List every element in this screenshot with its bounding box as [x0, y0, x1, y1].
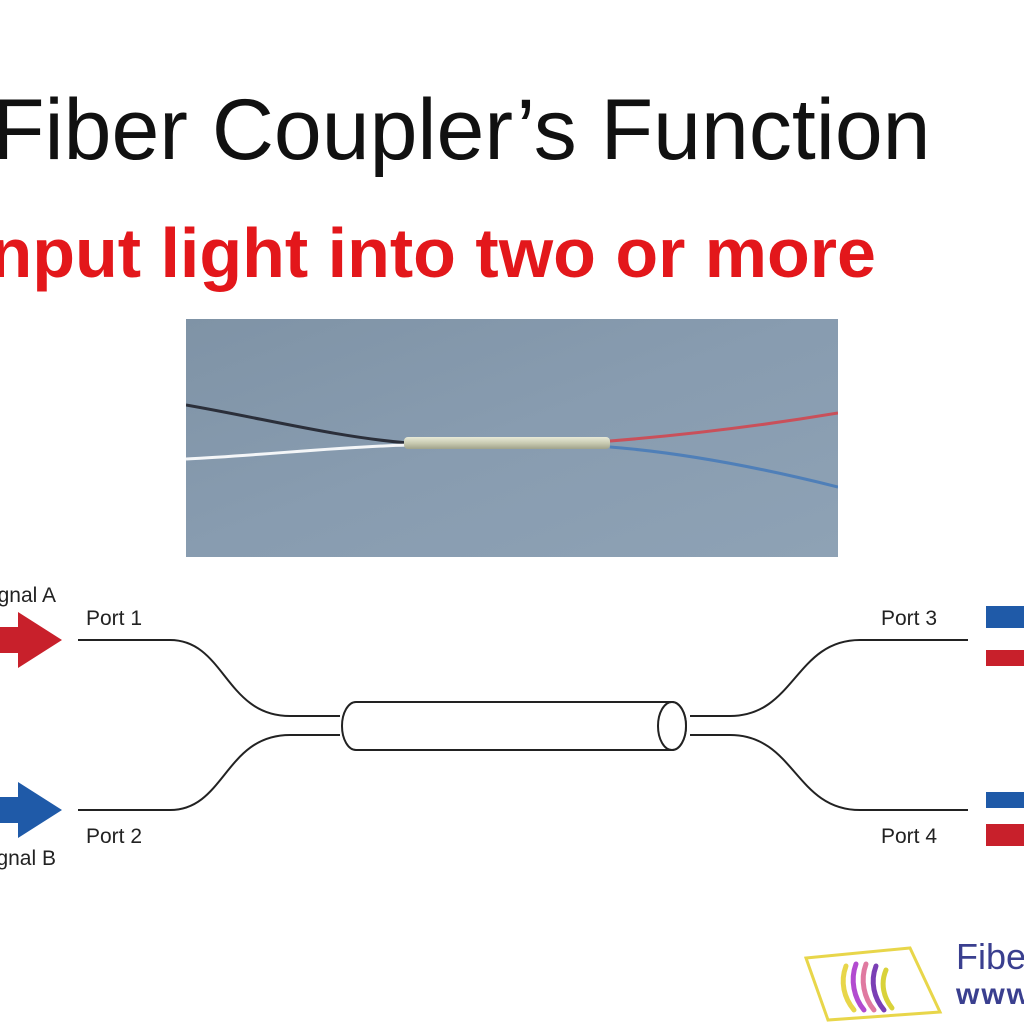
signal-b-label: Signal B — [0, 847, 56, 870]
coupler-tube — [404, 437, 610, 449]
signal-b-arrow — [0, 782, 62, 838]
logo-mark-icon — [803, 946, 943, 1022]
company-logo: Fiber www — [800, 930, 1024, 1024]
left-fibers — [78, 639, 340, 811]
port-4-signal-a-bar — [986, 824, 1024, 846]
signal-a-label: Signal A — [0, 584, 56, 607]
coupler-photo-image — [186, 319, 838, 557]
right-fibers — [690, 639, 968, 811]
port-2-label: Port 2 — [86, 825, 142, 848]
logo-name: Fiber — [956, 936, 1024, 977]
coupler-photo — [186, 319, 838, 557]
port-4-signal-b-bar — [986, 792, 1024, 808]
port-3-signal-a-bar — [986, 650, 1024, 666]
port-3-signal-b-bar — [986, 606, 1024, 628]
coupler-diagram: Signal A Signal B Port 1 Port 2 Port 3 P… — [0, 584, 1024, 870]
port-3-label: Port 3 — [881, 607, 937, 630]
slide-subtitle: Input light into two or more — [0, 214, 876, 292]
coupler-cylinder — [341, 701, 687, 751]
logo-url: www — [956, 978, 1024, 1011]
slide-title: Fiber Coupler’s Function — [0, 82, 931, 178]
port-4-label: Port 4 — [881, 825, 937, 848]
signal-a-arrow — [0, 612, 62, 668]
port-1-label: Port 1 — [86, 607, 142, 630]
